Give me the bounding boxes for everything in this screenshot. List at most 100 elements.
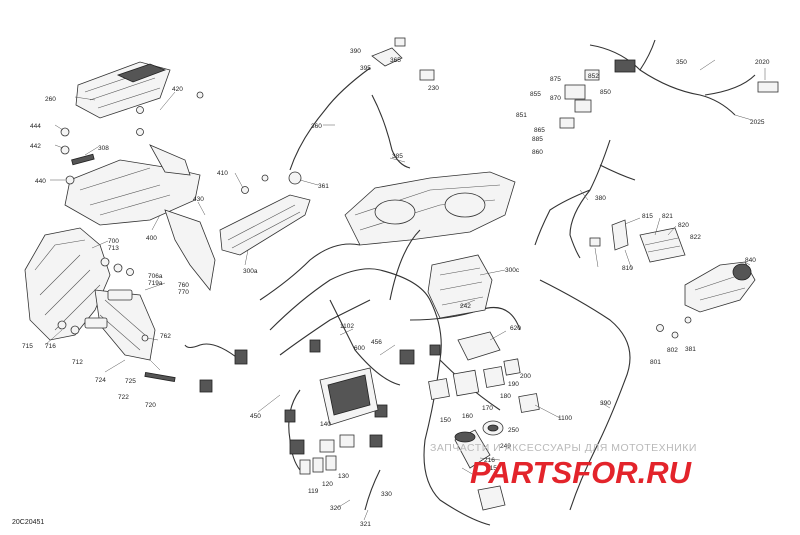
callout: 620	[510, 325, 521, 332]
regulator-820	[639, 227, 686, 263]
callout: 770	[178, 289, 189, 296]
callout: 390	[350, 48, 361, 55]
cover-260	[75, 61, 171, 119]
leader-lines	[44, 59, 766, 521]
callout: 216	[484, 457, 495, 464]
callout: 119	[308, 488, 319, 495]
callout: 385	[392, 153, 403, 160]
callout: 180	[500, 393, 511, 400]
callout: 120	[322, 481, 333, 488]
starter-motor-840	[684, 261, 756, 313]
callout: 821	[662, 213, 673, 220]
filter-216	[454, 429, 491, 469]
callout: 350	[676, 59, 687, 66]
connector-390-top	[371, 37, 435, 81]
callout: 300c	[505, 267, 520, 274]
headlight-housing-700	[24, 227, 156, 361]
callout: 300a	[243, 268, 258, 275]
callout: 600	[354, 345, 365, 352]
callout: 160	[462, 413, 473, 420]
callout: 822	[690, 234, 701, 241]
callout: 725	[125, 378, 136, 385]
callout: 321	[360, 521, 371, 528]
callout: 361	[318, 183, 329, 190]
bracket-400	[64, 144, 216, 291]
callout: 1100	[558, 415, 572, 422]
callout: 308	[98, 145, 109, 152]
callout: 330	[381, 491, 392, 498]
lower-connectors	[299, 434, 506, 511]
bracket-300a	[219, 194, 311, 256]
callout: 851	[516, 112, 527, 119]
callout: 706a	[148, 273, 163, 280]
callout: 215	[486, 465, 497, 472]
socket-249	[482, 420, 504, 436]
callout: 820	[678, 222, 689, 229]
fastener-801	[656, 316, 692, 339]
callout: 400	[146, 235, 157, 242]
switch-cluster	[428, 358, 540, 413]
callout: 444	[30, 123, 41, 130]
callout: 855	[530, 91, 541, 98]
relay-block-850	[559, 69, 600, 129]
callout: 410	[217, 170, 228, 177]
callout: 249	[500, 443, 511, 450]
callout: 870	[550, 95, 561, 102]
callout: 140	[320, 421, 331, 428]
callout: 380	[595, 195, 606, 202]
module-300c	[427, 254, 493, 319]
callout: 395	[360, 65, 371, 72]
instrument-cluster-600	[319, 367, 379, 426]
watermark-logo: PARTSFOR.RU	[470, 455, 691, 491]
dash-frame	[344, 171, 516, 246]
callout: 715	[22, 343, 33, 350]
callout: 320	[330, 505, 341, 512]
callout: 713	[108, 245, 119, 252]
callout: 860	[532, 149, 543, 156]
callout: 242	[460, 303, 471, 310]
callout: 260	[45, 96, 56, 103]
callout: 865	[534, 127, 545, 134]
callout: 712	[72, 359, 83, 366]
callout: 442	[30, 143, 41, 150]
callout: 2020	[755, 59, 770, 66]
callout-labels: 390 395 365 230 260 420 444 442 308 440 …	[22, 48, 770, 528]
callout: 170	[482, 405, 493, 412]
callout: 1102	[340, 323, 354, 330]
harness-350	[589, 39, 779, 116]
callout: 420	[172, 86, 183, 93]
callout: 852	[588, 73, 599, 80]
callout: 440	[35, 178, 46, 185]
switch-620	[457, 331, 501, 361]
callout: 190	[508, 381, 519, 388]
component-810	[589, 219, 629, 251]
cable-380	[534, 139, 636, 259]
harness-connectors	[199, 339, 441, 455]
callout: 390	[600, 400, 611, 407]
callout: 885	[532, 136, 543, 143]
callout: 875	[550, 76, 561, 83]
callout: 200	[520, 373, 531, 380]
callout: 722	[118, 394, 129, 401]
callout: 130	[338, 473, 349, 480]
cable-390	[539, 279, 631, 511]
callout: 2025	[750, 119, 765, 126]
callout: 456	[371, 339, 382, 346]
callout: 815	[642, 213, 653, 220]
callout: 810	[622, 265, 633, 272]
callout: 719a	[148, 280, 163, 287]
callout: 360	[311, 123, 322, 130]
callout: 850	[600, 89, 611, 96]
callout: 802	[667, 347, 678, 354]
callout: 381	[685, 346, 696, 353]
callout: 724	[95, 377, 106, 384]
headlight-hardware	[57, 257, 176, 383]
callout: 762	[160, 333, 171, 340]
callout: 720	[145, 402, 156, 409]
diagram-reference-code: 20C20451	[12, 519, 45, 526]
callout: 365	[390, 57, 401, 64]
callout: 760	[178, 282, 189, 289]
callout: 150	[440, 417, 451, 424]
